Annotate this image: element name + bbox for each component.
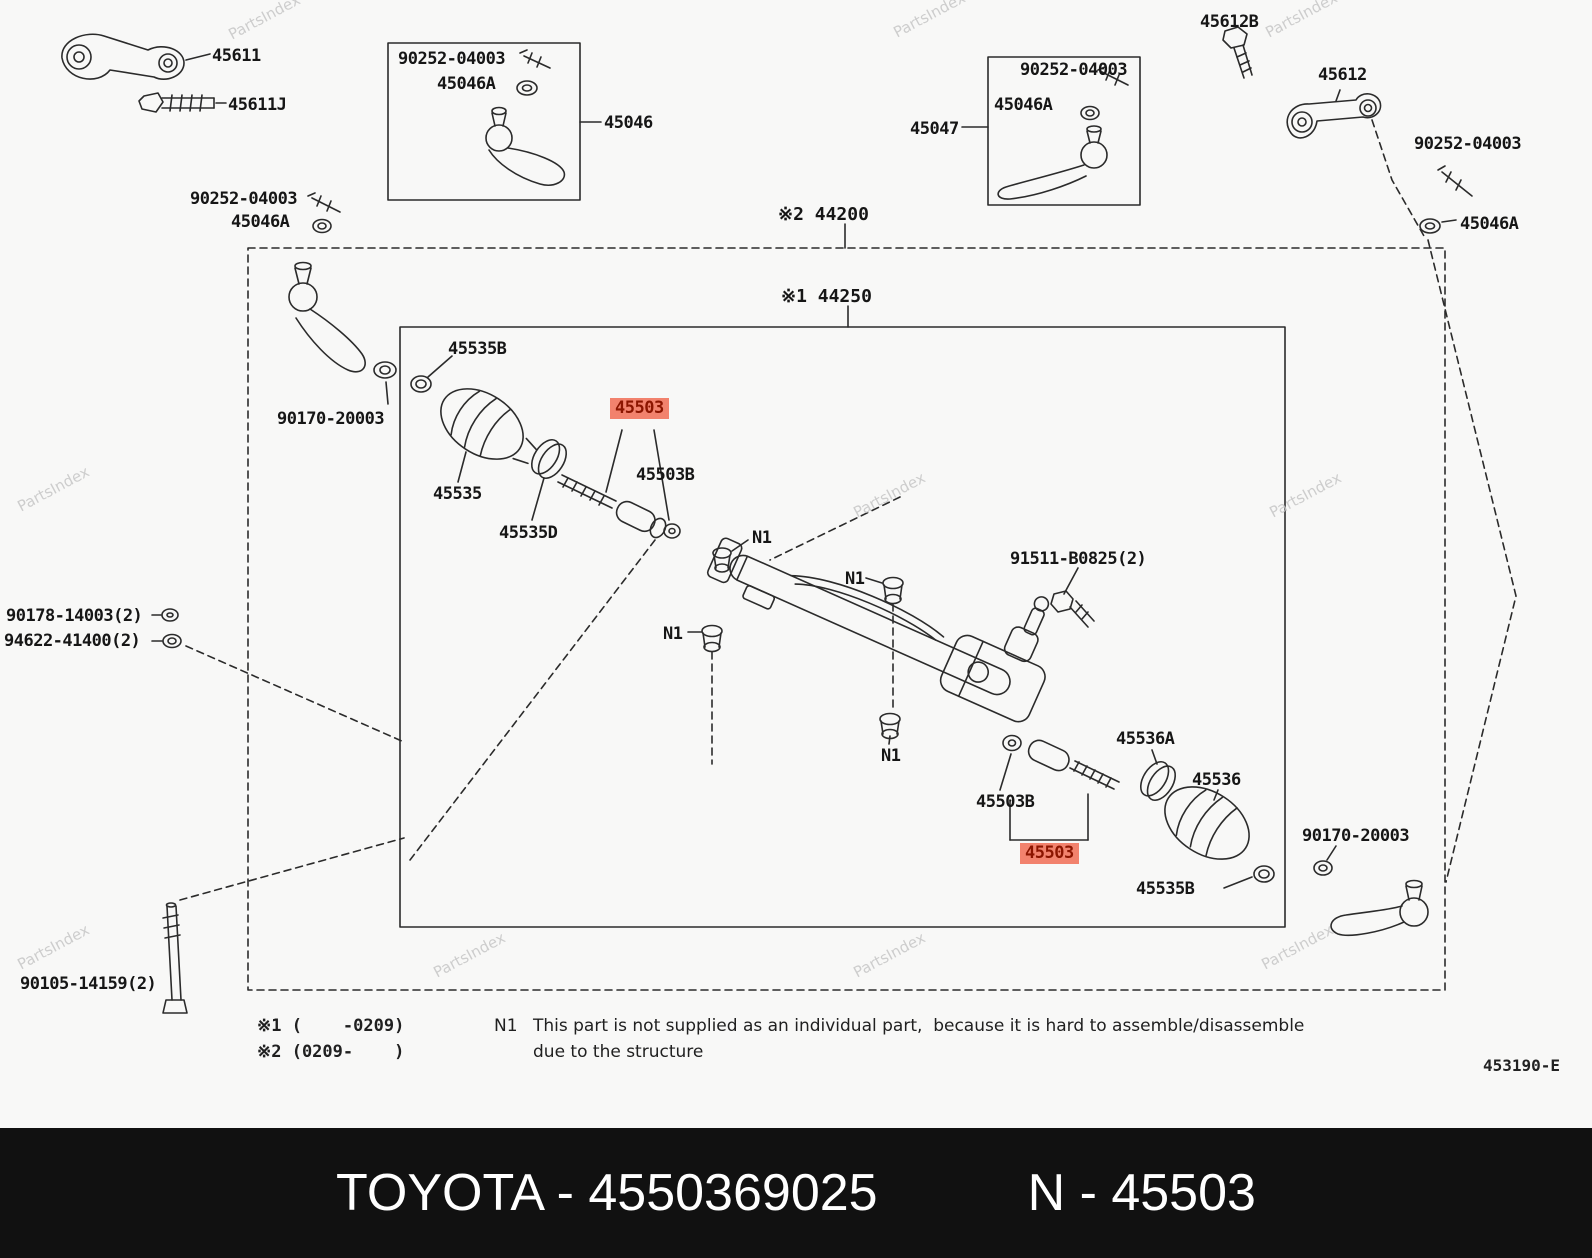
bolt-45611J-drawing (138, 92, 227, 113)
part-label-90252-04003-c: 90252-04003 (1020, 60, 1128, 80)
footnote-applicability-2: ※2 (0209- ) (257, 1042, 405, 1062)
assembly-box-44200 (247, 223, 1446, 991)
part-label-91511-B0825: 91511-B0825(2) (1010, 549, 1147, 569)
assembly-box-44250 (399, 305, 1286, 928)
idler-arm-45611-drawing (61, 33, 211, 80)
cotter-pin-left-drawing (307, 192, 341, 234)
part-label-94622-41400: 94622-41400(2) (4, 631, 141, 651)
boot-45535-drawing (440, 388, 538, 483)
grommet-n1-3-drawing (687, 624, 723, 653)
footer-part-number: TOYOTA - 4550369025 (336, 1164, 878, 1222)
inner-tie-rod-45503-bottom-drawing (999, 734, 1120, 841)
diagram-code: 453190-E (1483, 1056, 1561, 1075)
part-label-45046A-b: 45046A (231, 212, 290, 232)
bolt-45612B-drawing (1222, 26, 1253, 79)
part-label-45046A-a: 45046A (437, 74, 496, 94)
inset-box-45046-drawing (387, 42, 602, 201)
part-label-45046A-c: 45046A (994, 95, 1053, 115)
part-label-45503B-bottom: 45503B (976, 792, 1035, 812)
part-label-45611J: 45611J (228, 95, 287, 115)
part-label-45535B-left: 45535B (448, 339, 507, 359)
part-label-n1-a: N1 (752, 528, 772, 548)
part-label-90105-14159: 90105-14159(2) (20, 974, 157, 994)
inset-box-45047-drawing (961, 56, 1141, 206)
tie-rod-end-right-drawing (1330, 879, 1429, 937)
part-label-45612: 45612 (1318, 65, 1367, 85)
assembly-label-44250: ※1 44250 (781, 286, 872, 307)
boot-45536-drawing (1164, 786, 1250, 860)
part-label-45503-top: 45503 (610, 398, 669, 419)
part-label-45503B-top: 45503B (636, 465, 695, 485)
knuckle-arm-45612-drawing (1286, 89, 1425, 237)
part-label-n1-b: N1 (845, 569, 865, 589)
tie-rod-end-left-drawing (288, 261, 397, 405)
part-label-45535B-right: 45535B (1136, 879, 1195, 899)
lock-nut-45535B-right-drawing (1223, 865, 1275, 889)
part-label-45046A-d: 45046A (1460, 214, 1519, 234)
washer-90178-drawing (151, 608, 179, 622)
part-label-90252-04003-d: 90252-04003 (1414, 134, 1522, 154)
part-label-45046: 45046 (604, 113, 653, 133)
footer-part-code: N - 45503 (1027, 1164, 1256, 1222)
part-label-45536: 45536 (1192, 770, 1241, 790)
clamp-45535D-drawing (530, 438, 568, 521)
part-label-90170-20003-right: 90170-20003 (1302, 826, 1410, 846)
footnote-applicability-1: ※1 ( -0209) (257, 1016, 405, 1036)
part-label-45503-bottom: 45503 (1020, 843, 1079, 864)
nut-90170-right-drawing (1313, 845, 1337, 876)
bolt-90105-drawing (162, 902, 188, 1014)
part-label-n1-d: N1 (881, 746, 901, 766)
part-label-45612B: 45612B (1200, 12, 1259, 32)
part-label-90252-04003-b: 90252-04003 (190, 189, 298, 209)
part-label-45611: 45611 (212, 46, 261, 66)
part-label-45536A: 45536A (1116, 729, 1175, 749)
lock-nut-45535B-left-drawing (410, 355, 453, 393)
footer-banner: TOYOTA - 4550369025 N - 45503 (0, 1128, 1592, 1258)
nut-94622-drawing (151, 633, 182, 649)
steering-gear-assembly-drawing (706, 537, 1050, 723)
footnote-n1-line1: This part is not supplied as an individu… (533, 1016, 1305, 1036)
dashed-leader-lines (179, 239, 1517, 901)
grommet-n1-4-drawing (879, 712, 901, 745)
clamp-45536A-drawing (1139, 749, 1177, 802)
footnote-n1-line2: due to the structure (533, 1042, 704, 1062)
grommet-n1-2-drawing (865, 576, 904, 605)
part-label-45535D: 45535D (499, 523, 558, 543)
part-label-45047: 45047 (910, 119, 959, 139)
assembly-label-44200: ※2 44200 (778, 204, 869, 225)
part-label-90178-14003: 90178-14003(2) (6, 606, 143, 626)
part-label-90170-20003-left: 90170-20003 (277, 409, 385, 429)
footnote-n1-label: N1 (494, 1016, 518, 1036)
bolt-91511-drawing (1050, 567, 1095, 628)
part-label-90252-04003-a: 90252-04003 (398, 49, 506, 69)
part-label-45535: 45535 (433, 484, 482, 504)
inner-tie-rod-45503-top-drawing (557, 429, 681, 539)
cotter-pin-right-drawing (1419, 165, 1473, 234)
part-label-n1-c: N1 (663, 624, 683, 644)
